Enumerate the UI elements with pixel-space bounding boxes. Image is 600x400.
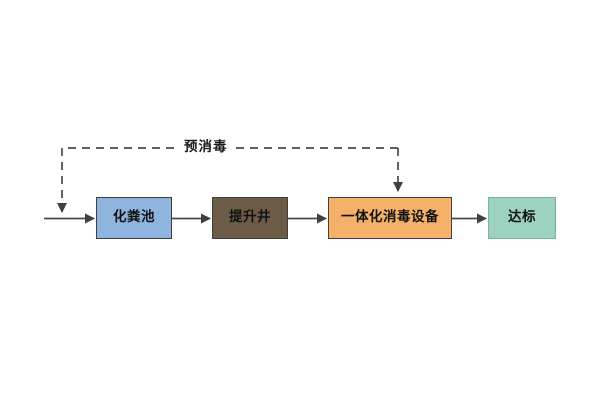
connector-recycle-dashed-left	[56, 147, 398, 214]
node-lift-well[interactable]: 提升井	[212, 197, 288, 239]
recycle-label: 预消毒	[180, 140, 232, 155]
node-standard-compliance-label: 达标	[508, 209, 536, 226]
node-septic-tank[interactable]: 化粪池	[96, 197, 172, 239]
node-standard-compliance[interactable]: 达标	[488, 197, 556, 239]
node-integrated-disinfection-equipment-label: 一体化消毒设备	[341, 209, 439, 226]
node-integrated-disinfection-equipment[interactable]: 一体化消毒设备	[328, 197, 452, 239]
node-lift-well-label: 提升井	[229, 209, 271, 226]
node-septic-tank-label: 化粪池	[113, 209, 155, 226]
